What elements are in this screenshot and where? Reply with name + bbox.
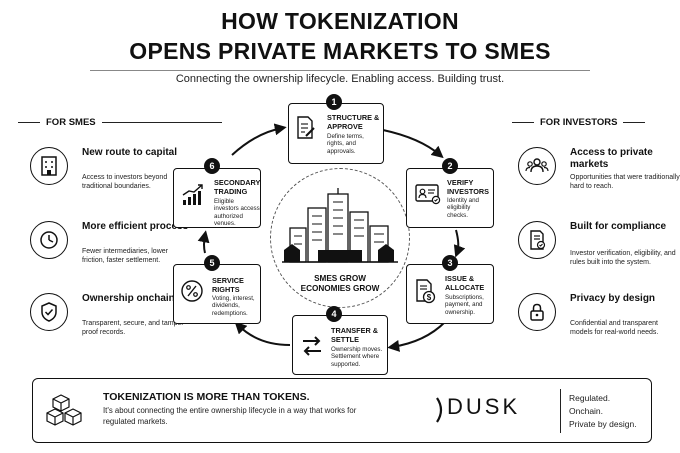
transfer-arrows-icon [303,336,321,356]
footer-title: TOKENIZATION IS MORE THAN TOKENS. [103,391,310,403]
step-desc: Voting, interest, dividends, redemptions… [212,295,255,317]
footer-tag-onchain: Onchain. [569,406,604,416]
step-3-box: $ ISSUE & ALLOCATE Subscriptions, paymen… [406,264,494,324]
investor-benefit-title: Built for compliance [570,221,667,232]
percent-icon [181,280,203,302]
step-1-box: STRUCTURE & APPROVE Define terms, rights… [288,103,384,164]
city-skyline-icon [282,188,398,263]
step-desc: Ownership moves. Settlement where suppor… [331,346,383,368]
step-title: STRUCTURE & APPROVE [327,113,380,131]
step-3-number: 3 [442,255,458,271]
footer-tag-regulated: Regulated. [569,393,611,403]
step-desc: Define terms, rights, and approvals. [327,133,364,155]
document-edit-icon [297,116,315,139]
step-2-number: 2 [442,158,458,174]
dusk-brand: DUSK [447,394,521,419]
investor-benefit-title: Access to private markets [570,147,653,170]
sme-benefit-desc: Access to investors beyond traditional b… [82,174,168,190]
arrow-step3-to-step4 [387,321,446,352]
step-title: TRANSFER & SETTLE [331,326,379,344]
hub-text-line-2: ECONOMIES GROW [300,284,380,293]
step-4-number: 4 [326,306,342,322]
growth-chart-icon [182,184,203,205]
arrow-step6-to-step1 [231,123,287,156]
shield-check-icon [30,293,68,331]
step-title: SERVICE RIGHTS [212,276,244,294]
step-desc: Subscriptions, payment, and ownership. [445,294,484,316]
padlock-icon [518,293,556,331]
page-title-line-1: HOW TOKENIZATION [221,8,459,34]
investor-benefit-desc: Confidential and transparent models for … [570,320,659,336]
step-title: VERIFY INVESTORS [447,178,490,196]
footer-panel: TOKENIZATION IS MORE THAN TOKENS. It's a… [32,378,652,443]
sme-benefit-desc: Transparent, secure, and tamper-proof re… [82,320,187,336]
investor-benefit-desc: Investor verification, eligibility, and … [570,250,676,266]
footer-divider [560,389,561,433]
sme-benefit-title: New route to capital [82,147,178,158]
sme-benefit-desc: Fewer intermediaries, lower friction, fa… [82,248,168,264]
step-6-number: 6 [204,158,220,174]
investor-benefit-title: Privacy by design [570,293,656,304]
sme-benefit-title: Ownership onchain [82,293,175,304]
page-subtitle: Connecting the ownership lifecycle. Enab… [175,73,505,85]
subtitle-divider [90,70,590,71]
step-1-number: 1 [326,94,342,110]
investors-heading: FOR INVESTORS [512,117,646,128]
smes-heading: FOR SMES [18,117,222,128]
id-card-icon [415,184,441,205]
arrow-step2-to-step3 [453,229,466,258]
clock-icon [30,221,68,259]
page-title-line-2: OPENS PRIVATE MARKETS TO SMES [129,38,551,64]
hub-text-line-1: SMES GROW [314,274,366,283]
step-desc: Identity and eligibility checks. [447,197,479,219]
people-group-icon [518,147,556,185]
footer-tag-private: Private by design. [569,419,637,429]
step-title: ISSUE & ALLOCATE [445,274,485,292]
step-desc: Eligible investors access authorized ven… [214,198,260,227]
document-check-icon [518,221,556,259]
arrow-step4-to-step5 [234,321,291,346]
svg-text:$: $ [427,293,432,302]
sme-benefit-title: More efficient process [82,221,189,232]
center-hub-circle [270,168,410,308]
step-2-box: VERIFY INVESTORS Identity and eligibilit… [406,168,494,228]
step-5-box: SERVICE RIGHTS Voting, interest, dividen… [173,264,261,324]
blocks-icon [46,394,82,426]
step-4-box: TRANSFER & SETTLE Ownership moves. Settl… [292,315,388,375]
building-icon [30,147,68,185]
investor-benefit-desc: Opportunities that were traditionally ha… [570,174,680,190]
arrow-step1-to-step2 [382,129,444,159]
step-title: SECONDARY TRADING [214,178,261,196]
dusk-logo-icon [436,397,443,423]
document-dollar-icon: $ [416,279,436,304]
footer-desc: It's about connecting the entire ownersh… [103,406,357,426]
step-6-box: SECONDARY TRADING Eligible investors acc… [173,168,261,228]
step-5-number: 5 [204,255,220,271]
arrow-step5-to-step6 [197,230,210,254]
